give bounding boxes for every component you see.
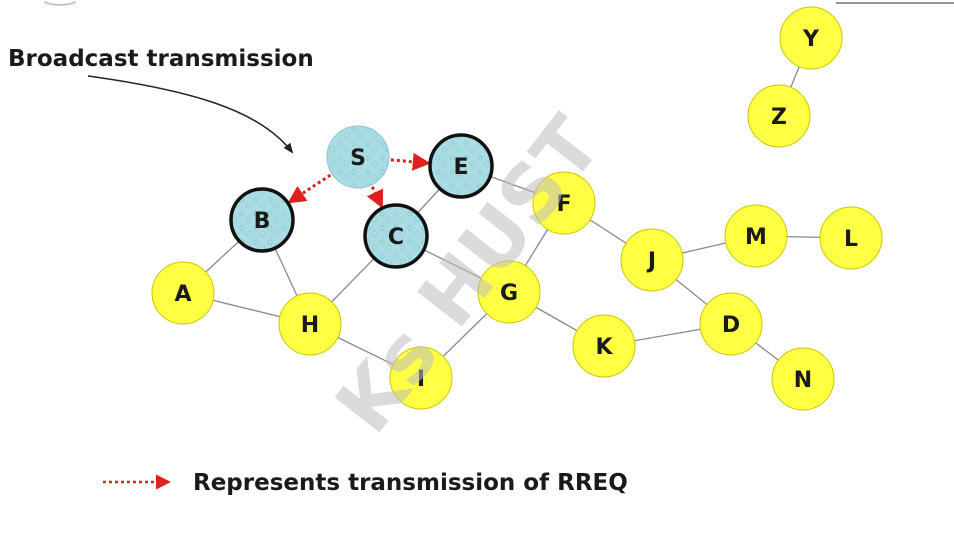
node-n: N: [771, 347, 835, 411]
node-y: Y: [779, 6, 843, 70]
node-m-label: M: [745, 225, 767, 250]
node-d-label: D: [722, 313, 740, 338]
node-j: J: [620, 228, 684, 292]
node-n-circle: [771, 347, 835, 411]
node-l: L: [819, 206, 883, 270]
node-y-circle: [779, 6, 843, 70]
node-a-label: A: [174, 282, 191, 307]
node-c-circle: [363, 203, 429, 269]
node-j-label: J: [646, 249, 656, 274]
node-a: A: [151, 261, 215, 325]
node-n-label: N: [794, 368, 812, 393]
node-s: S: [326, 125, 390, 189]
node-d-circle: [699, 292, 763, 356]
node-s-label: S: [350, 146, 366, 171]
rreq-arrow-s-c: [366, 186, 384, 209]
node-e-label: E: [453, 155, 468, 180]
node-k-label: K: [595, 335, 613, 360]
node-i-circle: [389, 346, 453, 410]
node-e: E: [428, 133, 494, 199]
node-b: B: [229, 187, 295, 253]
node-z-label: Z: [771, 105, 787, 130]
node-b-circle: [229, 187, 295, 253]
node-c: C: [363, 203, 429, 269]
node-m: M: [724, 204, 788, 268]
node-i-label: I: [417, 367, 425, 392]
node-f: F: [532, 171, 596, 235]
node-m-circle: [724, 204, 788, 268]
node-f-label: F: [556, 192, 571, 217]
rreq-arrow-s-e: [390, 152, 431, 171]
node-g-circle: [477, 260, 541, 324]
node-s-circle: [326, 125, 390, 189]
top-edge-arc: [43, 1, 77, 6]
node-i: I: [389, 346, 453, 410]
node-g: G: [477, 260, 541, 324]
node-f-circle: [532, 171, 596, 235]
node-l-circle: [819, 206, 883, 270]
diagram-title: Broadcast transmission: [8, 46, 314, 72]
node-g-label: G: [500, 281, 518, 306]
legend-text: Represents transmission of RREQ: [193, 470, 628, 496]
title-callout-arrow: [87, 75, 294, 154]
node-h-label: H: [301, 313, 319, 338]
node-y-label: Y: [802, 27, 820, 52]
nodes-layer: S E B C A H I G F K J M L D N Y Z: [151, 6, 883, 411]
rreq-arrow-s-b: [287, 173, 332, 204]
node-l-label: L: [844, 227, 858, 252]
node-b-label: B: [254, 209, 271, 234]
node-c-label: C: [388, 225, 404, 250]
node-e-circle: [428, 133, 494, 199]
node-h: H: [278, 292, 342, 356]
node-z: Z: [747, 84, 811, 148]
node-k-circle: [572, 314, 636, 378]
node-k: K: [572, 314, 636, 378]
node-j-circle: [620, 228, 684, 292]
node-h-circle: [278, 292, 342, 356]
node-z-circle: [747, 84, 811, 148]
node-d: D: [699, 292, 763, 356]
node-a-circle: [151, 261, 215, 325]
rreq-layer: [287, 152, 431, 209]
